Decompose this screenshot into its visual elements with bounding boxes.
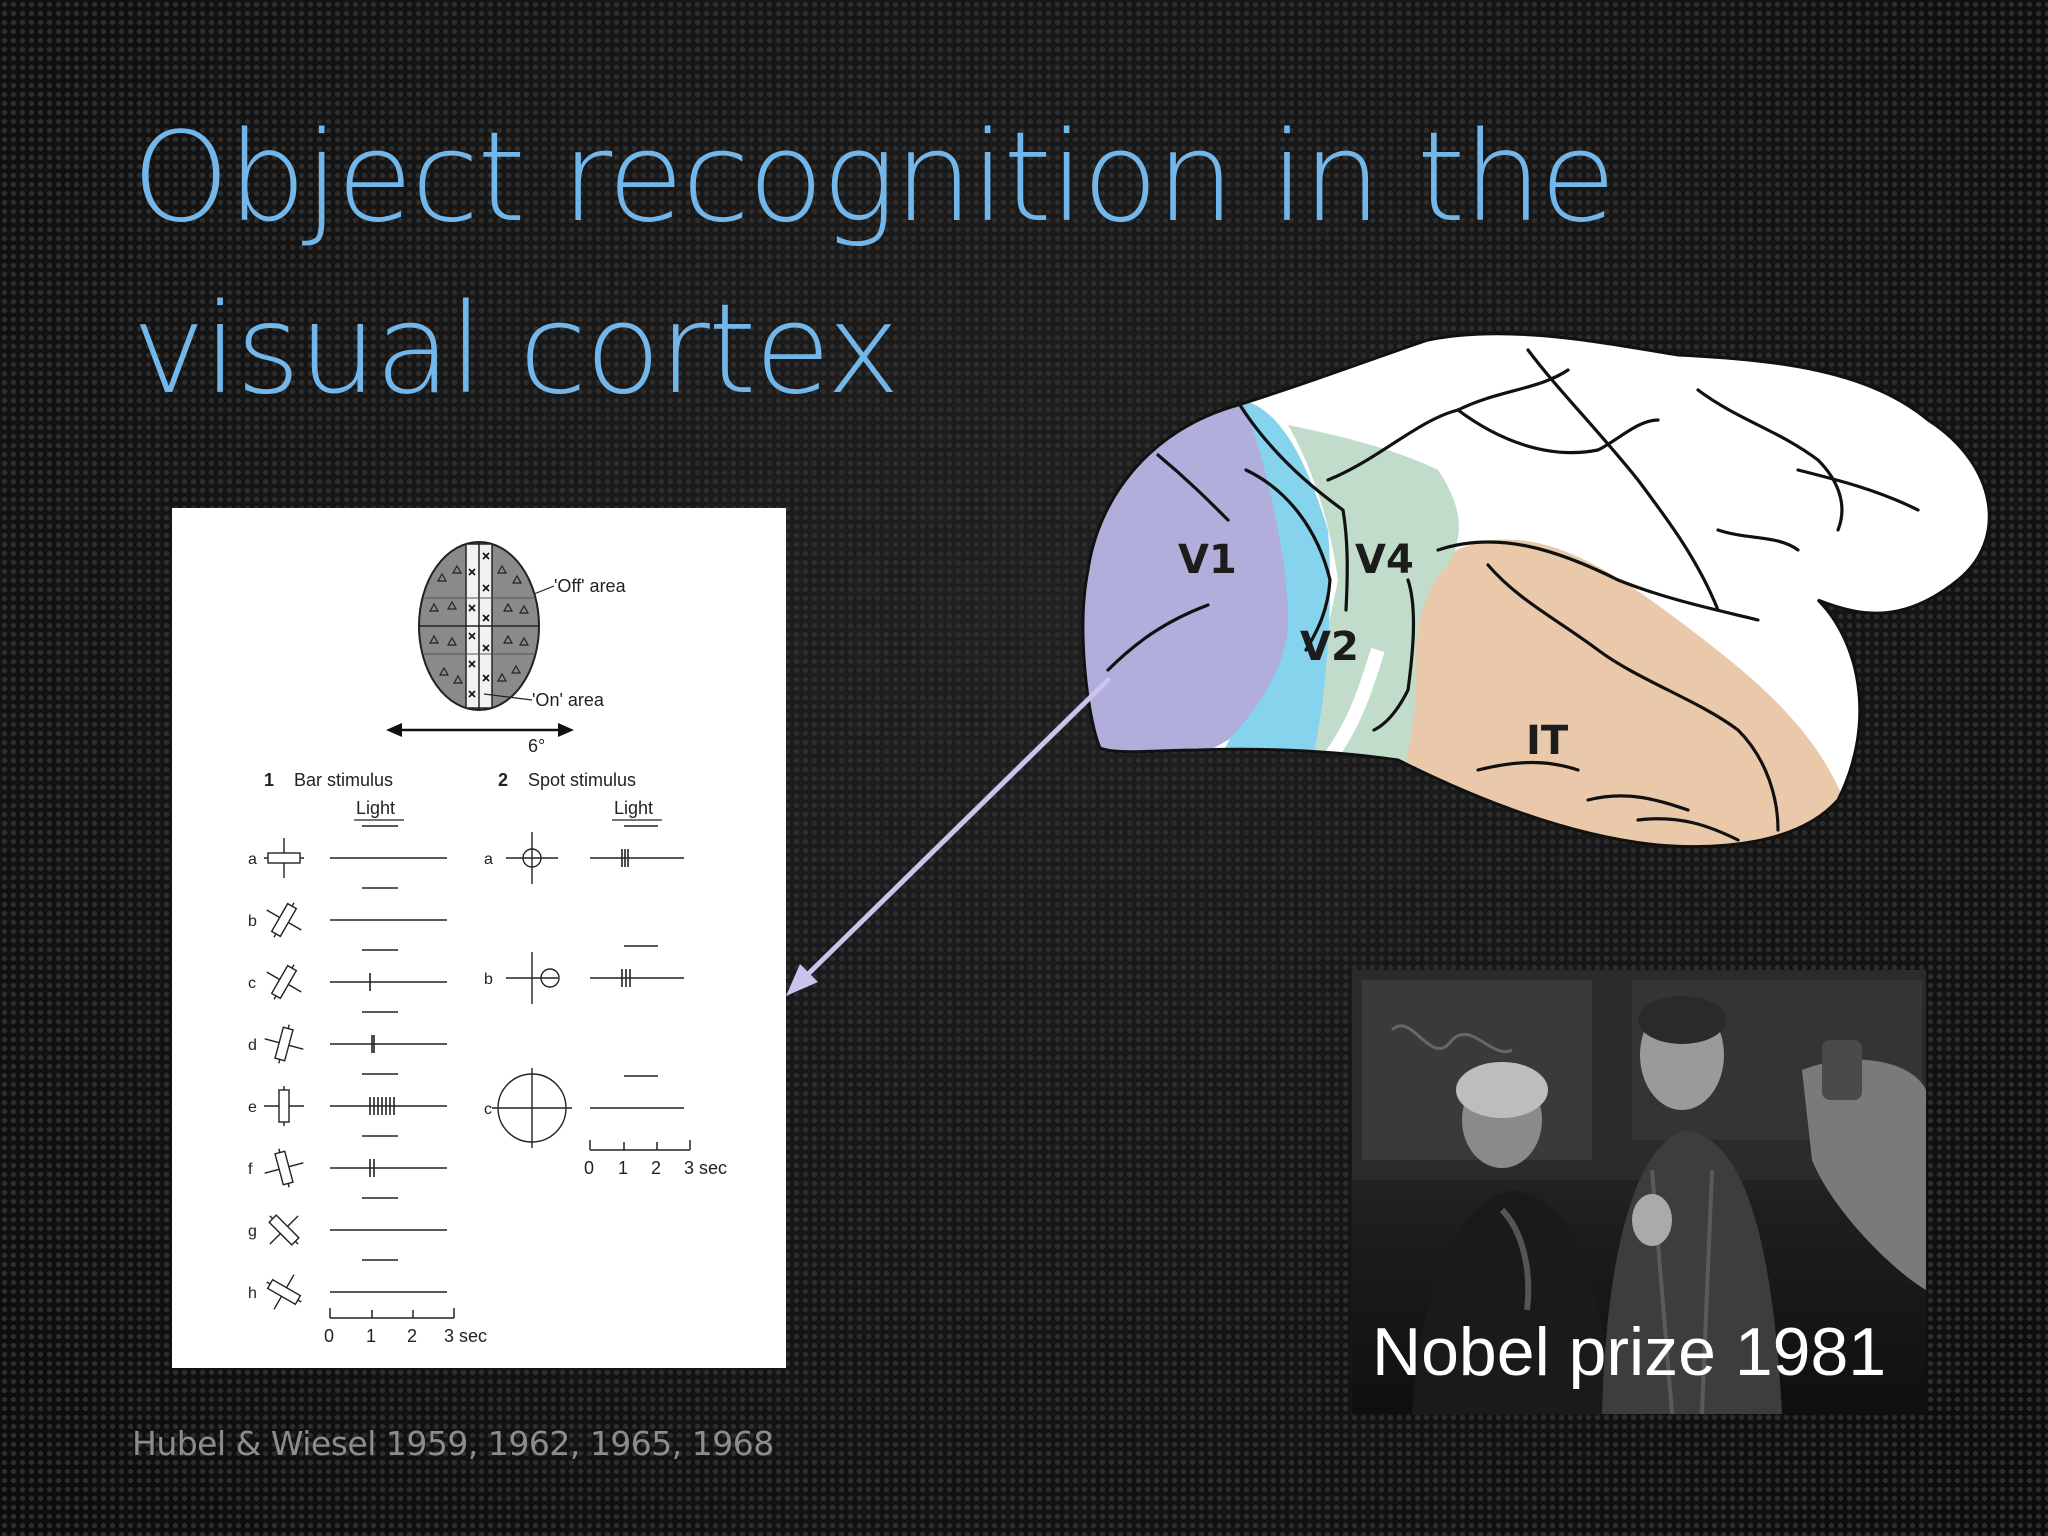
- bar-stimulus-title: Bar stimulus: [294, 770, 393, 790]
- bar-tick-3: 3 sec: [444, 1326, 487, 1346]
- bar-stimulus-icon: [264, 838, 304, 878]
- v1-region: [1083, 402, 1289, 774]
- bar-stimulus-icon: [264, 1086, 304, 1126]
- brain-outline: [1081, 332, 1991, 849]
- sulci: [1106, 348, 1920, 842]
- bar-tick-1: 1: [366, 1326, 376, 1346]
- title-line-2: visual cortex: [132, 278, 900, 422]
- v4-label: V4: [1355, 537, 1414, 583]
- arrow-head: [786, 964, 818, 996]
- receptive-field-diagram: 'Off' area 'On' area 6° 1 Bar stimulus 2…: [248, 541, 727, 1346]
- spot-tick-2: 2: [651, 1158, 661, 1178]
- bar-stimulus-icon: [268, 1214, 300, 1246]
- spot-stimulus-icon: [506, 832, 558, 884]
- spot-stimulus-icon: [492, 1068, 572, 1148]
- bar-light-label: Light: [356, 798, 395, 818]
- bar-tick-0: 0: [324, 1326, 334, 1346]
- spot-row-label: b: [484, 971, 493, 988]
- it-label: IT: [1526, 718, 1569, 764]
- spot-tick-3: 3 sec: [684, 1158, 727, 1178]
- bar-stimulus-icon: [266, 964, 302, 1000]
- bar-row-label: g: [248, 1223, 257, 1240]
- spot-time-axis: 0 1 2 3 sec: [584, 1140, 727, 1178]
- title-line-1: Object recognition in the: [132, 106, 1616, 250]
- bar-stimulus-icon: [266, 1274, 302, 1310]
- spot-stimulus-title: Spot stimulus: [528, 770, 636, 790]
- photo-image: [1352, 970, 1926, 1414]
- bar-stimulus-icon: [264, 1148, 304, 1188]
- on-area-label: 'On' area: [532, 690, 605, 710]
- bar-row-label: a: [248, 851, 257, 868]
- v2-label: V2: [1300, 624, 1359, 670]
- spot-tick-1: 1: [618, 1158, 628, 1178]
- citation: Hubel & Wiesel 1959, 1962, 1965, 1968: [132, 1424, 774, 1463]
- bar-row-label: f: [248, 1161, 253, 1178]
- v4-region: [1288, 425, 1459, 780]
- photo-caption: Nobel prize 1981: [1372, 1314, 1887, 1390]
- spot-row-label: a: [484, 851, 493, 868]
- bar-row-label: b: [248, 913, 257, 930]
- spot-light-label: Light: [614, 798, 653, 818]
- bar-row-label: d: [248, 1037, 257, 1054]
- spot-tick-0: 0: [584, 1158, 594, 1178]
- bar-row-label: e: [248, 1099, 257, 1116]
- off-area-label: 'Off' area: [554, 576, 627, 596]
- bar-time-axis: 0 1 2 3 sec: [324, 1308, 487, 1346]
- bar-stimulus-icon: [266, 902, 302, 938]
- brain-diagram: V1 V4 V2 IT: [1081, 332, 1991, 849]
- bar-number: 1: [264, 770, 274, 790]
- spot-stimulus-icon: [506, 952, 560, 1004]
- receptive-field-figure: 'Off' area 'On' area 6° 1 Bar stimulus 2…: [172, 508, 786, 1368]
- spot-number: 2: [498, 770, 508, 790]
- nobel-photo: Nobel prize 1981: [1352, 970, 1926, 1414]
- bar-stimulus-icon: [264, 1024, 304, 1064]
- bar-tick-2: 2: [407, 1326, 417, 1346]
- v1-label: V1: [1178, 537, 1237, 583]
- slide-title: Object recognition in the visual cortex: [132, 92, 1732, 436]
- bar-row-label: c: [248, 975, 256, 992]
- receptive-field-ellipse: [418, 541, 540, 711]
- field-width-label: 6°: [528, 736, 545, 756]
- bar-row-label: h: [248, 1285, 257, 1302]
- spot-row-label: c: [484, 1101, 492, 1118]
